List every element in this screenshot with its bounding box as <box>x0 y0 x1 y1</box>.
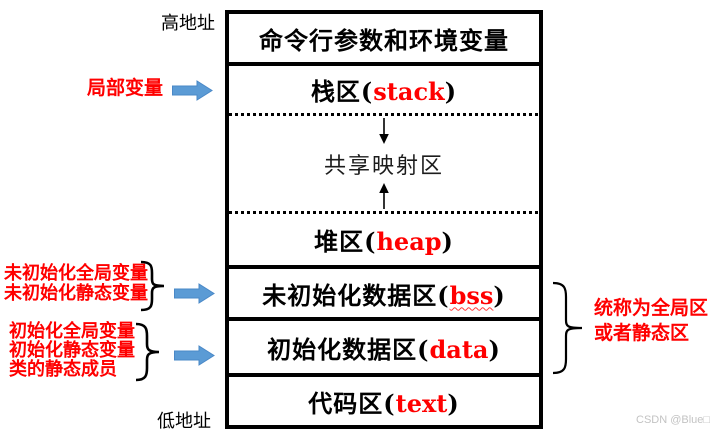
segment-bss: 未初始化数据区(bss) <box>229 265 539 317</box>
blue-right-arrow-icon <box>172 80 213 101</box>
blue-right-arrow-icon <box>174 345 215 366</box>
up-arrow-icon <box>378 183 390 209</box>
curly-brace-icon <box>139 260 167 312</box>
segment-shared-label: 共享映射区 <box>323 153 444 179</box>
annotation-bss-line1: 未初始化全局变量 <box>4 263 148 283</box>
segment-text: 代码区(text) <box>229 373 539 425</box>
dotted-divider-bottom <box>229 211 539 214</box>
high-address-label: 高地址 <box>161 13 215 34</box>
segment-bss-label: 未初始化数据区(bss) <box>262 280 506 310</box>
annotation-data: 初始化全局变量 初始化静态变量 类的静态成员 <box>9 322 135 379</box>
segment-heap: 堆区(heap) <box>229 214 539 265</box>
right-note-line1: 统称为全局区 <box>594 298 709 319</box>
annotation-bss: 未初始化全局变量 未初始化静态变量 <box>4 263 148 303</box>
annotation-data-line3: 类的静态成员 <box>9 359 117 379</box>
memory-column: 命令行参数和环境变量 栈区(stack) 共享映射区 堆区(heap) <box>225 10 543 429</box>
dotted-divider-top <box>229 113 539 116</box>
annotation-stack: 局部变量 <box>87 78 164 99</box>
blue-right-arrow-icon <box>174 283 215 304</box>
annotation-data-line1: 初始化全局变量 <box>9 321 135 341</box>
annotation-bss-line2: 未初始化静态变量 <box>4 283 148 303</box>
right-note-line2: 或者静态区 <box>594 323 690 344</box>
segment-cmdline-label: 命令行参数和环境变量 <box>259 25 509 55</box>
segment-shared-mapping: 共享映射区 <box>229 116 539 211</box>
segment-group-stack-shared-heap: 栈区(stack) 共享映射区 堆区(heap) <box>229 62 539 265</box>
down-arrow-icon <box>378 118 390 144</box>
curly-brace-icon <box>134 322 162 382</box>
right-note: 统称为全局区 或者静态区 <box>594 296 708 346</box>
segment-data-label: 初始化数据区(data) <box>267 334 501 364</box>
low-address-label: 低地址 <box>157 411 211 432</box>
segment-text-label: 代码区(text) <box>308 388 460 418</box>
segment-stack-label: 栈区(stack) <box>310 77 458 106</box>
annotation-data-line2: 初始化静态变量 <box>9 340 135 360</box>
curly-brace-icon <box>551 281 587 375</box>
segment-heap-label: 堆区(heap) <box>314 227 454 256</box>
segment-data: 初始化数据区(data) <box>229 317 539 373</box>
segment-cmdline: 命令行参数和环境变量 <box>229 14 539 62</box>
watermark: CSDN @Blue□ <box>636 414 711 426</box>
segment-stack: 栈区(stack) <box>229 66 539 113</box>
